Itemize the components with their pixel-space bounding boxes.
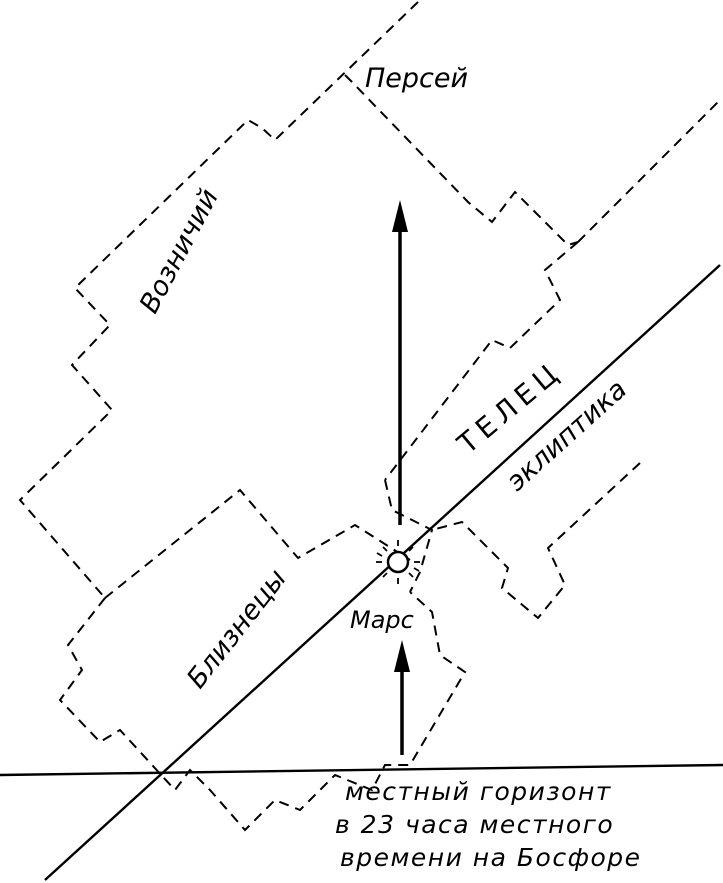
taurus-lower-boundary <box>431 462 641 620</box>
mars-label: Марс <box>350 606 414 634</box>
constellation-boundaries <box>18 1 723 832</box>
caption-line-3: времени на Босфоре <box>340 843 642 872</box>
perseus-taurus-boundary <box>344 74 579 247</box>
perseus-auriga-boundary <box>18 1 419 599</box>
perseus-label: Персей <box>365 63 468 94</box>
caption-line-2: в 23 часа местного <box>335 810 614 839</box>
horizon-line <box>0 763 723 777</box>
taurus-step-boundary <box>384 241 579 481</box>
gemini-label: Близнецы <box>181 564 293 695</box>
gemini-lower-boundary <box>58 591 467 832</box>
taurus-upper-boundary <box>577 97 723 243</box>
auriga-label: Возничий <box>134 184 225 318</box>
mars-box-boundary <box>384 479 434 593</box>
mars-planet-icon <box>376 540 420 584</box>
caption-line-1: местный горизонт <box>345 777 612 806</box>
lower-arrow <box>394 640 410 755</box>
ecliptic-line <box>44 264 721 881</box>
auriga-gemini-boundary <box>104 488 411 599</box>
upper-arrow <box>392 200 408 525</box>
